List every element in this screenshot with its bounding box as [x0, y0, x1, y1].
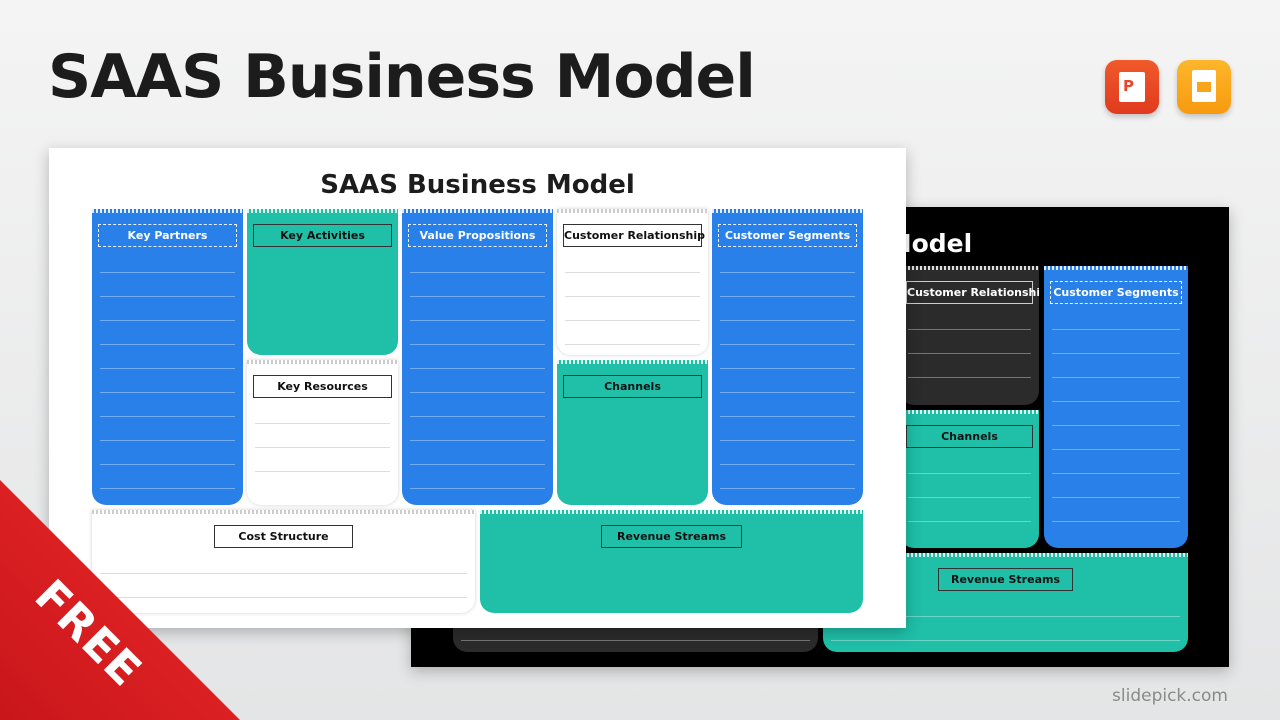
card-channels-dark: Channels [900, 410, 1039, 548]
card-key-activities: Key Activities [247, 209, 398, 355]
light-slide-preview: SAAS Business Model Key Partners Key Act… [49, 148, 906, 628]
card-customer-segments-dark: Customer Segments [1044, 266, 1188, 548]
card-label: Key Resources [253, 375, 392, 398]
card-label: Revenue Streams [601, 525, 742, 548]
brand-watermark: slidepick.com [1112, 686, 1228, 706]
card-label: Key Activities [253, 224, 392, 247]
card-label: Customer Relationship [906, 281, 1039, 304]
card-label: Channels [563, 375, 702, 398]
card-label: Customer Relationship [563, 224, 705, 247]
card-revenue-streams: Revenue Streams [480, 510, 863, 613]
slides-glyph [1192, 70, 1216, 102]
slide-title: SAAS Business Model [320, 170, 635, 200]
card-label: Key Partners [98, 224, 237, 247]
google-slides-icon[interactable] [1177, 60, 1231, 114]
card-label: Customer Segments [718, 224, 857, 247]
card-customer-segments: Customer Segments [712, 209, 863, 505]
card-channels: Channels [557, 360, 708, 505]
card-customer-relationship: Customer Relationship [557, 209, 708, 355]
card-label: Channels [906, 425, 1033, 448]
powerpoint-icon[interactable]: P [1105, 60, 1159, 114]
card-key-partners: Key Partners [92, 209, 243, 505]
card-cost-structure: Cost Structure [92, 510, 475, 613]
page-title: SAAS Business Model [48, 42, 756, 112]
ppt-glyph: P [1119, 72, 1145, 102]
card-value-propositions: Value Propositions [402, 209, 553, 505]
card-label: Cost Structure [214, 525, 353, 548]
card-customer-relationship-dark: Customer Relationship [900, 266, 1039, 405]
card-label: Customer Segments [1050, 281, 1182, 304]
card-label: Value Propositions [408, 224, 547, 247]
card-label: Revenue Streams [938, 568, 1073, 591]
card-key-resources: Key Resources [247, 360, 398, 505]
